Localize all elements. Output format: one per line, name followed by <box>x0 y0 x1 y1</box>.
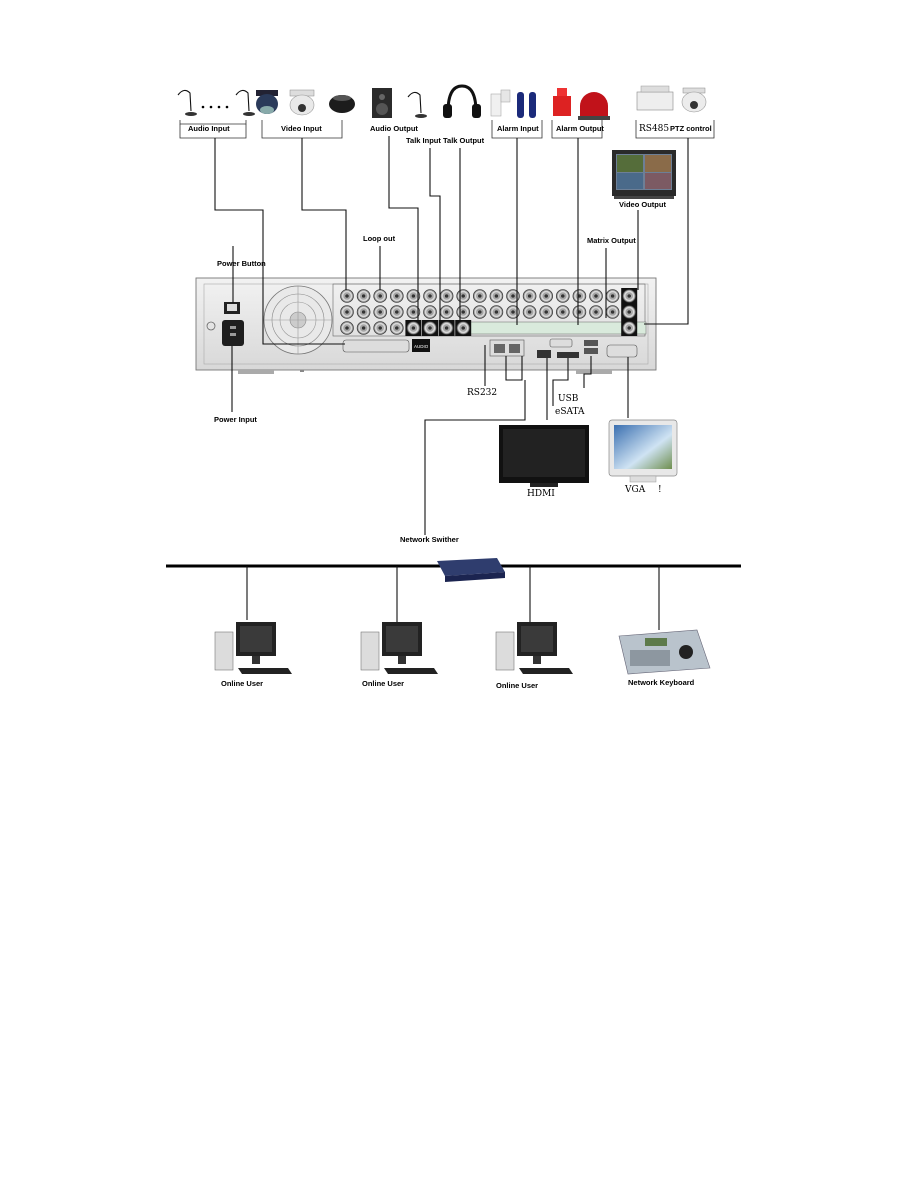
bnc-pin <box>444 310 449 314</box>
network-switch-label: Network Swither <box>400 535 459 544</box>
online-user-label-2: Online User <box>362 679 404 688</box>
alarm-output-label: Alarm Output <box>556 124 604 133</box>
talk-output-label: Talk Output <box>443 136 485 145</box>
bnc-pin <box>395 294 399 298</box>
bnc-pin <box>527 310 532 314</box>
bnc-pin <box>411 294 416 298</box>
bnc-pin <box>561 310 565 314</box>
online-user-pc-1 <box>214 622 292 674</box>
bnc-pin <box>627 326 631 330</box>
bnc-pin <box>345 294 349 298</box>
bnc-pin <box>378 294 383 298</box>
connection-wires <box>214 136 689 535</box>
video-input-cameras <box>256 89 355 116</box>
power-input-label: Power Input <box>214 415 257 424</box>
online-user-pc-3 <box>495 622 573 674</box>
network-keyboard-device <box>618 629 711 675</box>
alarm-output-sirens <box>553 88 610 120</box>
audio-panel-label: AUDIO <box>414 344 429 349</box>
vga-label: VGA <box>624 485 646 495</box>
bnc-pin <box>610 310 615 314</box>
power-button-label: Power Button <box>217 259 266 268</box>
bnc-pin <box>561 294 565 298</box>
hdmi-label: HDMI <box>527 489 555 499</box>
bnc-pin <box>494 294 499 298</box>
bnc-pin <box>511 310 515 314</box>
bnc-connector-grid <box>340 288 638 336</box>
bnc-pin <box>478 310 482 314</box>
bnc-pin <box>361 310 366 314</box>
usb-label: USB <box>558 394 579 404</box>
bnc-pin <box>594 294 598 298</box>
loop-out-label: Loop out <box>363 234 396 243</box>
bnc-pin <box>627 310 631 314</box>
bnc-pin <box>444 326 449 330</box>
network-keyboard-label: Network Keyboard <box>628 678 695 687</box>
audio-output-speaker <box>372 88 427 118</box>
bnc-pin <box>411 326 416 330</box>
audio-input-label: Audio Input <box>188 124 230 133</box>
alarm-input-sensors <box>490 89 536 118</box>
online-user-label-3: Online User <box>496 681 538 690</box>
matrix-output-label: Matrix Output <box>587 236 636 245</box>
bnc-pin <box>511 294 515 298</box>
bnc-pin <box>378 326 383 330</box>
video-output-monitor <box>612 150 676 199</box>
bnc-pin <box>627 294 631 298</box>
bnc-pin <box>395 326 399 330</box>
bnc-pin <box>594 310 598 314</box>
bnc-pin <box>428 310 432 314</box>
ptz-devices <box>636 85 707 113</box>
headphones-icon <box>443 84 481 118</box>
vga-mark: ! <box>658 485 662 495</box>
online-user-pc-2 <box>360 622 438 674</box>
alarm-input-label: Alarm Input <box>497 124 539 133</box>
audio-output-label: Audio Output <box>370 124 418 133</box>
bnc-pin <box>361 294 366 298</box>
bnc-pin <box>478 294 482 298</box>
bnc-pin <box>527 294 532 298</box>
online-user-label-1: Online User <box>221 679 263 688</box>
bnc-pin <box>345 326 349 330</box>
bnc-pin <box>411 310 416 314</box>
bnc-pin <box>361 326 366 330</box>
bnc-pin <box>378 310 383 314</box>
bnc-pin <box>544 294 548 298</box>
bnc-pin <box>395 310 399 314</box>
bnc-pin <box>428 326 432 330</box>
network-switch <box>437 558 505 582</box>
esata-label: eSATA <box>555 407 585 417</box>
video-output-label: Video Output <box>619 200 666 209</box>
rs232-label: RS232 <box>467 388 497 398</box>
bnc-pin <box>444 294 449 298</box>
bnc-pin <box>428 294 432 298</box>
bnc-pin <box>544 310 548 314</box>
bnc-pin <box>494 310 499 314</box>
audio-input-mics <box>177 89 255 116</box>
hdmi-tv <box>499 425 589 487</box>
bnc-pin <box>461 326 466 330</box>
ptz-control-label: PTZ control <box>670 124 712 133</box>
bnc-pin <box>610 294 615 298</box>
bnc-pin <box>345 310 349 314</box>
bnc-pin <box>461 294 466 298</box>
vga-monitor <box>608 419 678 483</box>
talk-input-label: Talk Input <box>406 136 441 145</box>
rs485-label: RS485 <box>639 124 669 134</box>
bnc-pin <box>461 310 466 314</box>
video-input-label: Video Input <box>281 124 322 133</box>
